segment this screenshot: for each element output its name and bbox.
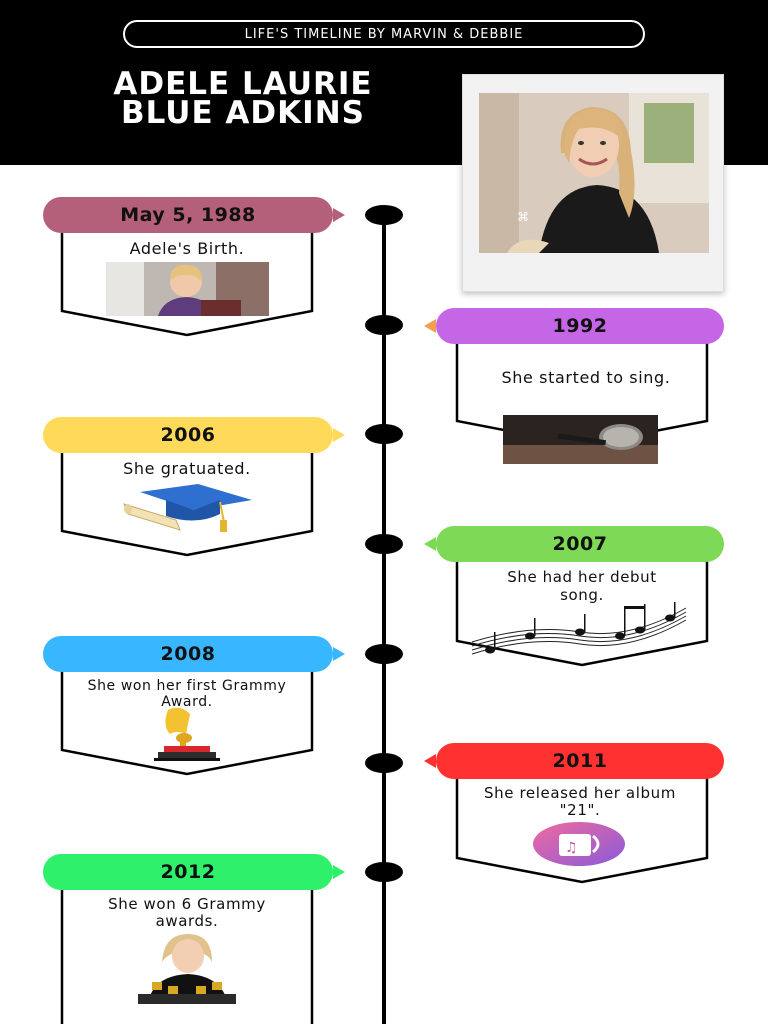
timeline-event-1988 xyxy=(60,215,314,337)
portrait-polaroid: ⌘ xyxy=(462,74,724,292)
pill-pointer xyxy=(333,647,345,661)
event-date: 2011 xyxy=(552,750,608,772)
music-notes-icon xyxy=(470,602,688,658)
event-text: She won her first Grammy Award. xyxy=(87,678,287,710)
pill-pointer xyxy=(424,319,436,333)
title-line-1: ADELE LAURIE xyxy=(113,66,373,102)
event-text: She gratuated. xyxy=(123,459,251,478)
event-date-pill: 1992 xyxy=(424,308,724,344)
svg-text:♫: ♫ xyxy=(565,840,578,856)
adele-with-grammys-photo xyxy=(138,932,236,1004)
event-date-pill: 2012 xyxy=(43,854,345,890)
graduation-cap-icon xyxy=(120,482,254,534)
baby-photo xyxy=(106,262,269,316)
pill-pointer xyxy=(333,428,345,442)
pill-pointer xyxy=(333,865,345,879)
portrait-photo: ⌘ xyxy=(479,93,709,253)
event-date-pill: 2011 xyxy=(424,743,724,779)
timeline-event-2012 xyxy=(60,873,314,1024)
event-date-pill: 2008 xyxy=(43,636,345,672)
page-title: ADELE LAURIE BLUE ADKINS xyxy=(28,66,458,131)
event-date: 2008 xyxy=(160,643,216,665)
timeline-event-2008 xyxy=(60,654,314,776)
svg-text:⌘: ⌘ xyxy=(517,210,529,224)
event-date: 2012 xyxy=(160,861,216,883)
timeline-event-2011 xyxy=(455,762,709,884)
event-date: 2007 xyxy=(552,533,608,555)
pill-pointer xyxy=(333,208,345,222)
event-text: She released her album "21". xyxy=(484,784,676,819)
event-date-pill: 2007 xyxy=(424,526,724,562)
timeline-dot xyxy=(365,534,403,554)
title-line-2: BLUE ADKINS xyxy=(121,95,365,131)
timeline-event-2007 xyxy=(455,545,709,667)
tagline: LIFE'S TIMELINE BY MARVIN & DEBBIE xyxy=(123,20,645,48)
event-date: 1992 xyxy=(552,315,608,337)
event-text: She had her debut song. xyxy=(507,568,657,604)
timeline-dot xyxy=(365,644,403,664)
pill-pointer xyxy=(424,537,436,551)
timeline-event-2006 xyxy=(60,435,314,557)
microphone-photo xyxy=(503,415,658,464)
event-date: 2006 xyxy=(160,424,216,446)
timeline-dot xyxy=(365,205,403,225)
event-text: She started to sing. xyxy=(501,368,671,387)
event-date-pill: May 5, 1988 xyxy=(43,197,345,233)
grammy-trophy-icon xyxy=(150,704,226,762)
music-app-icon: ♫ xyxy=(533,822,626,867)
event-text: She won 6 Grammy awards. xyxy=(108,895,266,930)
event-date: May 5, 1988 xyxy=(120,204,256,226)
timeline-dot xyxy=(365,753,403,773)
timeline-dot xyxy=(365,424,403,444)
pill-pointer xyxy=(424,754,436,768)
event-text: Adele's Birth. xyxy=(129,239,245,258)
timeline-dot xyxy=(365,315,403,335)
timeline-spine xyxy=(382,215,386,1024)
timeline-dot xyxy=(365,862,403,882)
event-date-pill: 2006 xyxy=(43,417,345,453)
